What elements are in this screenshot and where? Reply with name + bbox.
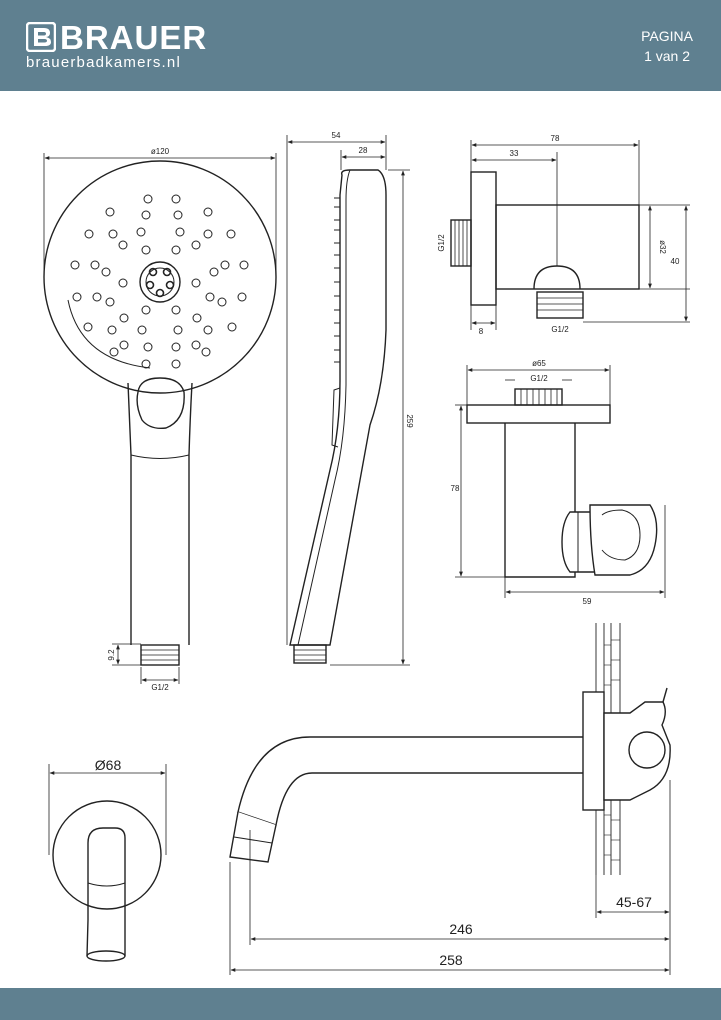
spout-dimensions	[229, 780, 671, 975]
dim-hand-shower-thread: G1/2	[151, 683, 169, 692]
wall-outlet-view	[450, 171, 640, 319]
dim-hand-shower-depth: 54	[332, 131, 341, 140]
dim-outlet-length: 78	[551, 134, 560, 143]
dim-spout-total: 258	[439, 952, 463, 968]
wall-holder-dimensions	[455, 365, 666, 598]
page-label: PAGINA	[641, 28, 693, 44]
dim-hand-shower-head-depth: 28	[359, 146, 368, 155]
dim-holder-diameter: ø65	[532, 359, 546, 368]
technical-drawing: ø120 9.2 G1/2 54 28 259	[43, 131, 690, 975]
brand-logo-icon	[26, 22, 56, 52]
dim-thread-height: 9.2	[107, 649, 116, 661]
dim-outlet-diameter: ø32	[658, 240, 667, 254]
dim-rosette-diameter: Ø68	[95, 757, 122, 773]
dim-holder-height: 78	[451, 484, 460, 493]
hand-shower-side-dimensions	[286, 135, 410, 666]
dim-spout-wall-range: 45-67	[616, 894, 652, 910]
footer-bar	[0, 988, 721, 1020]
wall-outlet-dimensions	[470, 140, 690, 330]
spout-side-view	[229, 687, 671, 863]
shower-nozzles	[70, 194, 249, 369]
hand-shower-front-dimensions	[43, 153, 277, 684]
rosette-front-view	[52, 800, 162, 962]
page-number: 1 van 2	[644, 48, 691, 64]
dim-hand-shower-diameter: ø120	[151, 147, 170, 156]
dim-outlet-thread-out: G1/2	[551, 325, 569, 334]
brand-name: BRAUER	[60, 19, 208, 56]
dim-spout-projection: 246	[449, 921, 473, 937]
rosette-dimensions	[48, 764, 167, 855]
dim-hand-shower-length: 259	[405, 414, 414, 428]
brand-website: brauerbadkamers.nl	[26, 54, 182, 71]
wall-holder-view	[466, 388, 658, 578]
dim-holder-thread: G1/2	[530, 374, 548, 383]
header-bar: BRAUER brauerbadkamers.nl PAGINA 1 van 2	[0, 0, 721, 91]
hand-shower-front-view	[43, 160, 277, 666]
dim-outlet-thread-in: G1/2	[437, 234, 446, 252]
dim-outlet-height: 40	[671, 257, 680, 266]
dim-outlet-flange: 8	[479, 327, 484, 336]
dim-outlet-offset: 33	[510, 149, 519, 158]
page-indicator: PAGINA 1 van 2	[641, 26, 693, 66]
hand-shower-side-view	[289, 169, 387, 664]
dim-holder-depth: 59	[583, 597, 592, 606]
